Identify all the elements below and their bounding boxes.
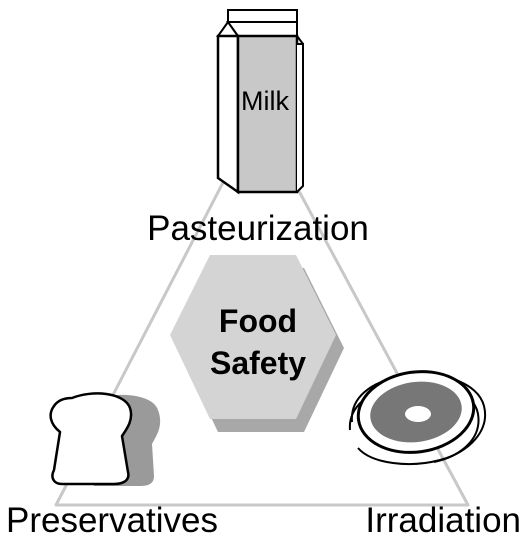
pasteurization-label: Pasteurization [147, 209, 369, 248]
center-title-line2: Safety [210, 345, 306, 381]
bread-icon [49, 392, 161, 486]
food-safety-hexagon [170, 255, 336, 419]
preservatives-label: Preservatives [6, 501, 218, 540]
milk-carton-icon [216, 9, 304, 195]
center-title-line1: Food [219, 303, 297, 339]
milk-label: Milk [241, 86, 289, 116]
steak-icon [348, 370, 487, 465]
irradiation-label: Irradiation [365, 501, 521, 540]
connecting-triangle [54, 113, 470, 507]
